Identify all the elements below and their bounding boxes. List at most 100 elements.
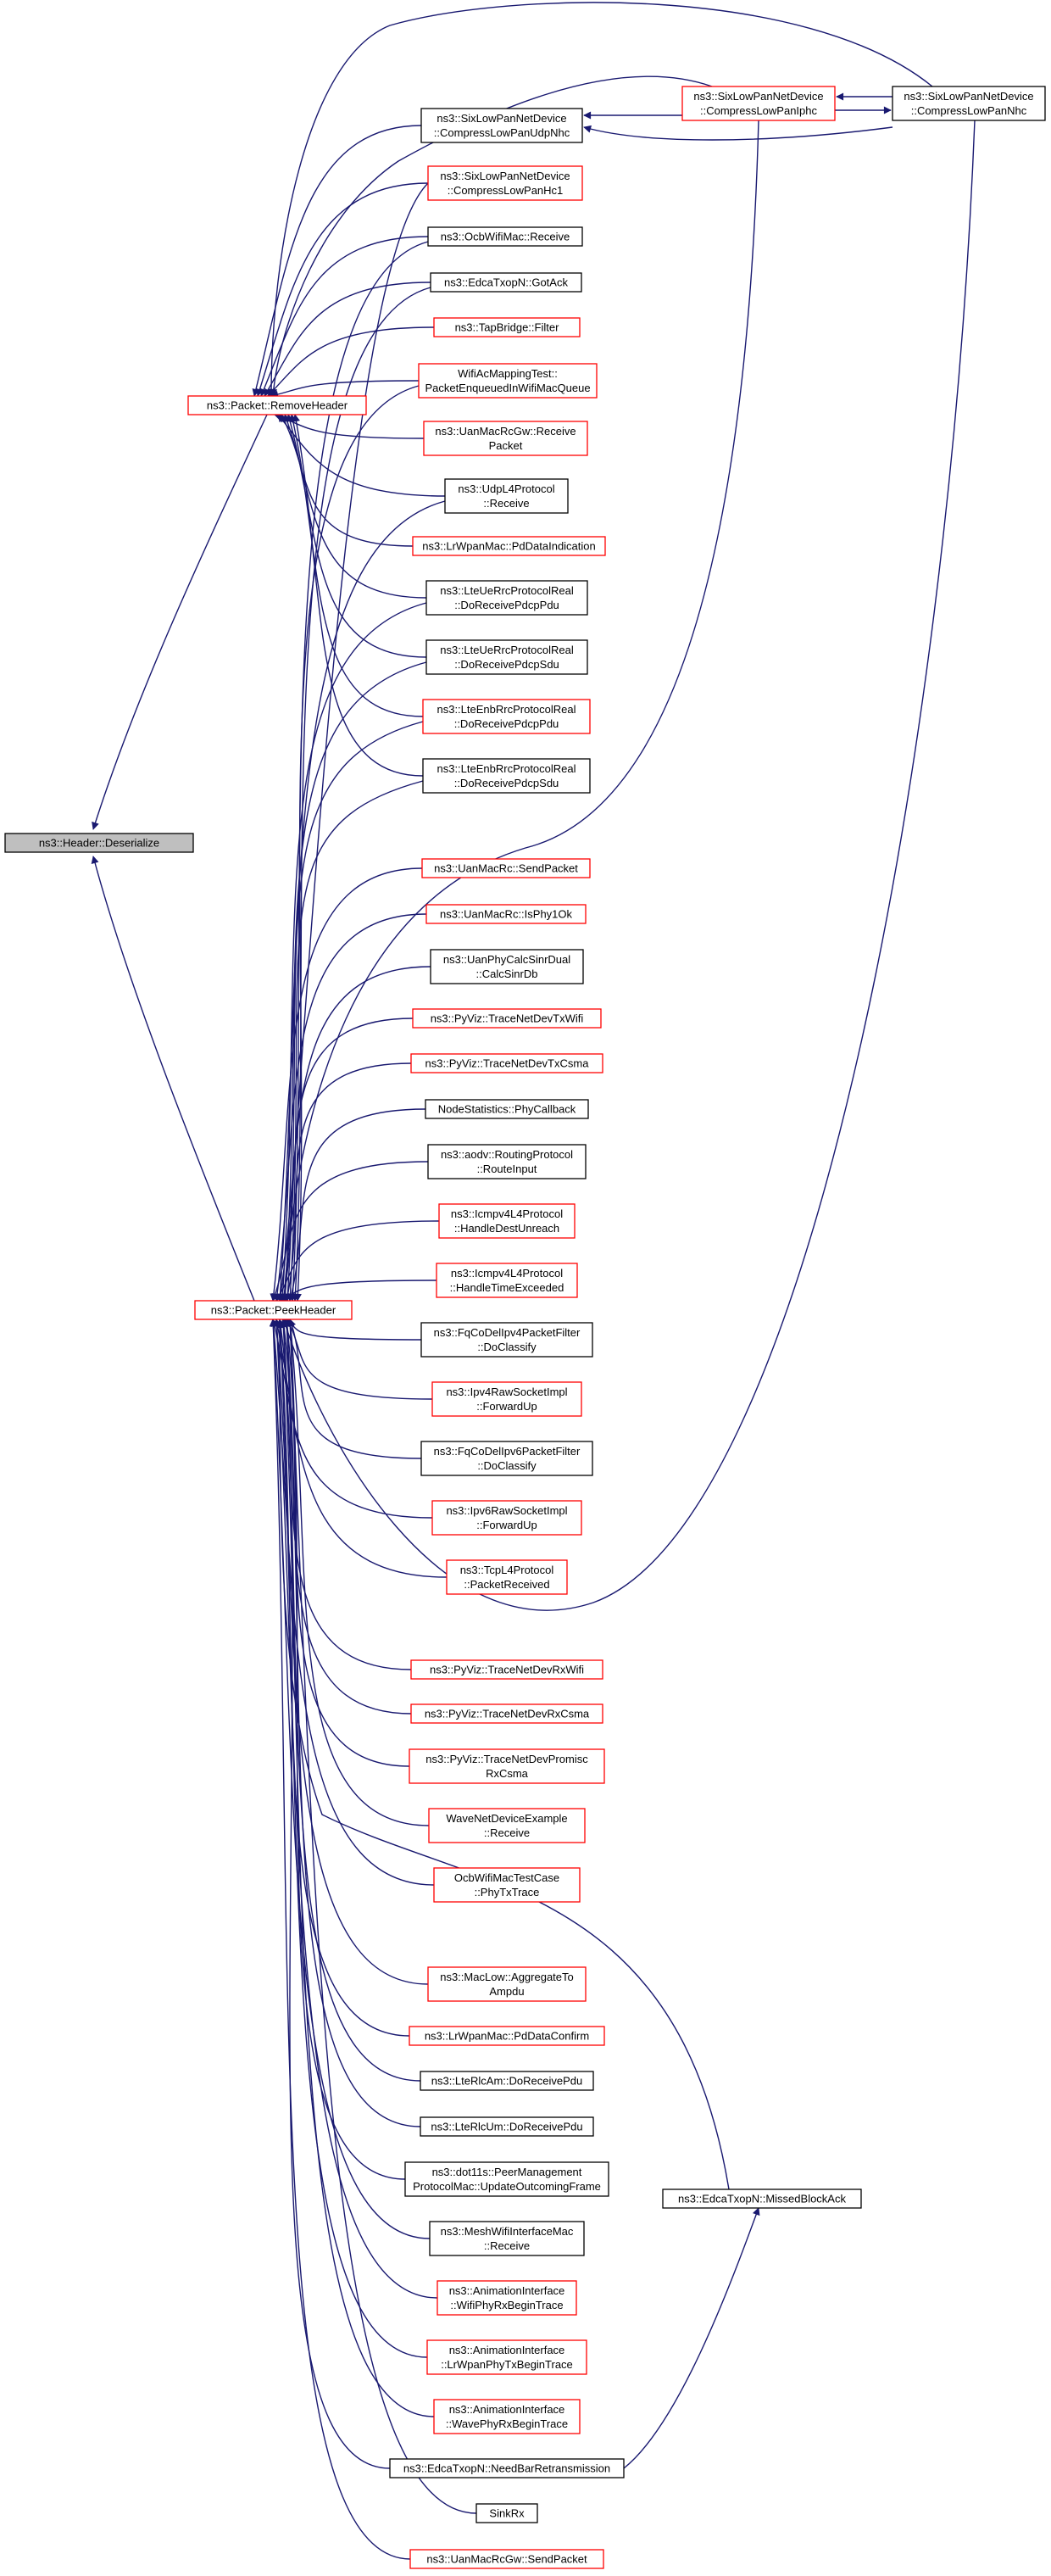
node-label: Ampdu xyxy=(489,1985,524,1998)
node-label: ::PhyTxTrace xyxy=(475,1886,540,1899)
node-deserialize[interactable]: ns3::Header::Deserialize xyxy=(4,833,194,853)
node-box xyxy=(409,2549,604,2569)
node-wifiacmapping[interactable]: WifiAcMappingTest::PacketEnqueuedInWifiM… xyxy=(418,363,598,399)
node-icmpunreach[interactable]: ns3::Icmpv4L4Protocol::HandleDestUnreach xyxy=(438,1203,576,1239)
node-box xyxy=(444,478,569,514)
node-box xyxy=(681,86,836,121)
node-box xyxy=(194,1300,353,1320)
node-txwifi[interactable]: ns3::PyViz::TraceNetDevTxWifi xyxy=(412,1008,602,1029)
node-box xyxy=(437,2280,577,2316)
node-udpl4receive[interactable]: ns3::UdpL4Protocol::Receive xyxy=(444,478,569,514)
node-box xyxy=(420,1322,593,1358)
node-rlcam[interactable]: ns3::LteRlcAm::DoReceivePdu xyxy=(420,2071,594,2091)
node-lteuepdcpsdu[interactable]: ns3::LteUeRrcProtocolReal::DoReceivePdcp… xyxy=(425,639,588,675)
node-box xyxy=(410,1053,603,1073)
node-label: ns3::LteRlcUm::DoReceivePdu xyxy=(431,2121,582,2133)
node-dot11s[interactable]: ns3::dot11s::PeerManagementProtocolMac::… xyxy=(404,2161,609,2197)
node-tapfilter[interactable]: ns3::TapBridge::Filter xyxy=(433,317,581,337)
edge-peekheader-to-deserialize xyxy=(91,856,255,1302)
node-box xyxy=(418,363,598,399)
edge-lteuepdcpsdu-to-peekheader xyxy=(281,661,427,1302)
node-label: ::WifiPhyRxBeginTrace xyxy=(450,2299,563,2311)
node-nodestats[interactable]: NodeStatistics::PhyCallback xyxy=(425,1099,589,1119)
node-isphy1ok[interactable]: ns3::UanMacRc::IsPhy1Ok xyxy=(425,904,587,924)
node-animlrwpan[interactable]: ns3::AnimationInterface::LrWpanPhyTxBegi… xyxy=(426,2339,587,2375)
node-box xyxy=(430,272,582,293)
node-compresshc1[interactable]: ns3::SixLowPanNetDevice::CompressLowPanH… xyxy=(427,165,583,201)
node-sinkrx[interactable]: SinkRx xyxy=(475,2503,538,2523)
node-box xyxy=(420,108,583,143)
edge-animwifi-to-peekheader xyxy=(272,1319,438,2299)
node-label: ::CompressLowPanIphc xyxy=(700,104,818,117)
node-icmptime[interactable]: ns3::Icmpv4L4Protocol::HandleTimeExceede… xyxy=(436,1263,578,1298)
node-label: ::PacketReceived xyxy=(464,1578,549,1591)
node-missedack[interactable]: ns3::EdcaTxopN::MissedBlockAck xyxy=(662,2188,862,2209)
node-txcsma[interactable]: ns3::PyViz::TraceNetDevTxCsma xyxy=(410,1053,603,1073)
node-uanrcsend[interactable]: ns3::UanMacRc::SendPacket xyxy=(421,858,591,878)
node-tcpreceived[interactable]: ns3::TcpL4Protocol::PacketReceived xyxy=(446,1559,568,1595)
node-pddataconfirm[interactable]: ns3::LrWpanMac::PdDataConfirm xyxy=(409,2026,605,2046)
node-animwave[interactable]: ns3::AnimationInterface::WavePhyRxBeginT… xyxy=(433,2399,581,2434)
node-label: PacketEnqueuedInWifiMacQueue xyxy=(425,382,590,394)
node-box xyxy=(425,904,587,924)
node-label: ns3::MeshWifiInterfaceMac xyxy=(441,2225,574,2238)
edge-ipv4raw-to-peekheader xyxy=(286,1319,433,1400)
node-meshreceive[interactable]: ns3::MeshWifiInterfaceMac::Receive xyxy=(429,2221,585,2256)
edge-tapfilter-to-removeheader xyxy=(267,326,435,397)
node-ipv6raw[interactable]: ns3::Ipv6RawSocketImpl::ForwardUp xyxy=(431,1500,582,1536)
node-box xyxy=(409,1748,605,1784)
node-rxwifi[interactable]: ns3::PyViz::TraceNetDevRxWifi xyxy=(410,1659,603,1680)
node-ocbphytx[interactable]: OcbWifiMacTestCase::PhyTxTrace xyxy=(433,1867,581,1903)
edge-compressudpnhc-to-removeheader xyxy=(252,125,422,397)
node-box xyxy=(425,639,588,675)
node-ipv4raw[interactable]: ns3::Ipv4RawSocketImpl::ForwardUp xyxy=(431,1381,582,1417)
edge-lteenbpdcppdu-to-removeheader xyxy=(289,414,424,717)
node-fqipv4[interactable]: ns3::FqCoDelIpv4PacketFilter::DoClassify xyxy=(420,1322,593,1358)
node-compressnhc[interactable]: ns3::SixLowPanNetDevice::CompressLowPanN… xyxy=(892,86,1046,121)
node-wavereceive[interactable]: WaveNetDeviceExample::Receive xyxy=(428,1808,586,1843)
edge-uangwsend-to-peekheader xyxy=(269,1319,411,2560)
node-animwifi[interactable]: ns3::AnimationInterface::WifiPhyRxBeginT… xyxy=(437,2280,577,2316)
node-sinrdual[interactable]: ns3::UanPhyCalcSinrDual::CalcSinrDb xyxy=(430,949,584,984)
node-aodvroute[interactable]: ns3::aodv::RoutingProtocol::RouteInput xyxy=(427,1144,587,1179)
node-removeheader[interactable]: ns3::Packet::RemoveHeader xyxy=(187,395,367,415)
node-label: ns3::AnimationInterface xyxy=(449,2344,565,2356)
node-label: ns3::UanPhyCalcSinrDual xyxy=(443,953,570,966)
edge-lteenbpdcppdu-to-peekheader xyxy=(284,721,424,1302)
node-box xyxy=(436,1263,578,1298)
node-label: ns3::LteUeRrcProtocolReal xyxy=(440,644,574,656)
edge-missedack-to-peekheader xyxy=(275,1320,730,2190)
node-label: ::HandleTimeExceeded xyxy=(450,1281,564,1294)
node-box xyxy=(404,2161,609,2197)
node-label: ns3::Packet::RemoveHeader xyxy=(207,399,348,412)
node-lteenbpdcppdu[interactable]: ns3::LteEnbRrcProtocolReal::DoReceivePdc… xyxy=(422,699,591,734)
node-pddataind[interactable]: ns3::LrWpanMac::PdDataIndication xyxy=(412,536,606,556)
node-label: ns3::AnimationInterface xyxy=(449,2284,565,2297)
node-rlcum[interactable]: ns3::LteRlcUm::DoReceivePdu xyxy=(420,2116,594,2137)
edge-fqipv6-to-peekheader xyxy=(288,1319,422,1459)
node-label: ::RouteInput xyxy=(477,1163,537,1175)
node-peekheader[interactable]: ns3::Packet::PeekHeader xyxy=(194,1300,353,1320)
node-uangwsend[interactable]: ns3::UanMacRcGw::SendPacket xyxy=(409,2549,604,2569)
node-needbar[interactable]: ns3::EdcaTxopN::NeedBarRetransmission xyxy=(389,2458,625,2478)
node-rxcsma[interactable]: ns3::PyViz::TraceNetDevRxCsma xyxy=(410,1703,603,1724)
node-label: Packet xyxy=(489,439,523,452)
node-compressudpnhc[interactable]: ns3::SixLowPanNetDevice::CompressLowPanU… xyxy=(420,108,583,143)
node-lteuepdcppdu[interactable]: ns3::LteUeRrcProtocolReal::DoReceivePdcp… xyxy=(425,580,588,616)
node-label: ns3::TapBridge::Filter xyxy=(455,321,560,334)
node-ocbreceive[interactable]: ns3::OcbWifiMac::Receive xyxy=(427,226,583,247)
node-lteenbpdcpsdu[interactable]: ns3::LteEnbRrcProtocolReal::DoReceivePdc… xyxy=(422,758,591,794)
node-label: ::DoReceivePdcpSdu xyxy=(454,658,559,671)
node-box xyxy=(428,1808,586,1843)
edge-rlcum-to-peekheader xyxy=(283,1319,421,2127)
node-fqipv6[interactable]: ns3::FqCoDelIpv6PacketFilter::DoClassify xyxy=(420,1441,593,1476)
node-compressiphc[interactable]: ns3::SixLowPanNetDevice::CompressLowPanI… xyxy=(681,86,836,121)
node-label: ns3::Packet::PeekHeader xyxy=(211,1304,336,1317)
node-gotack[interactable]: ns3::EdcaTxopN::GotAck xyxy=(430,272,582,293)
node-label: ::DoReceivePdcpSdu xyxy=(454,777,559,789)
node-label: ns3::MacLow::AggregateTo xyxy=(440,1971,574,1983)
